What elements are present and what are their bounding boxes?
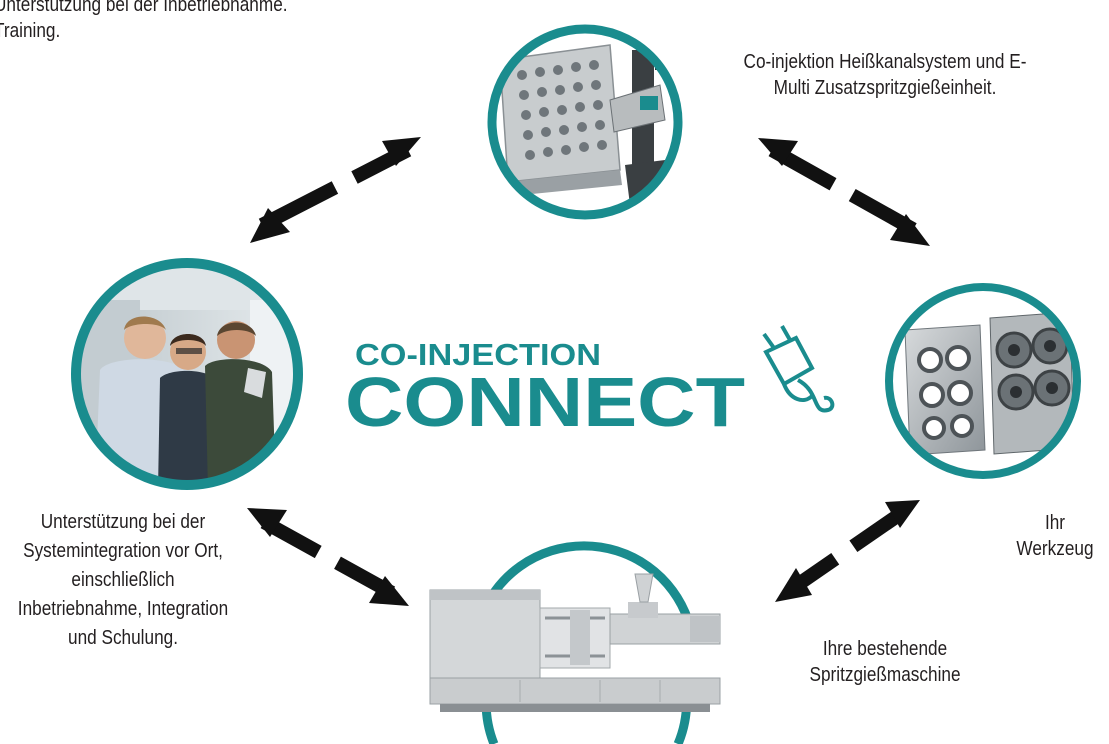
- caption-commissioning-line1: Unterstützung bei der Inbetriebnahme.: [0, 0, 288, 16]
- caption-your-mold: Ihr Werkzeug: [1016, 512, 1094, 560]
- caption-integration-support: Unterstützung bei der Systemintegration …: [17, 511, 229, 649]
- caption-hot-runner: Co-injektion Heißkanalsystem und E-Multi…: [743, 51, 1027, 99]
- mold-image: [889, 287, 1077, 475]
- arrow-bottom-right: [775, 500, 920, 602]
- injection-machine-image: [429, 573, 721, 712]
- caption-commissioning-line2: Training.: [0, 20, 61, 42]
- co-injection-connect-logo: CO-INJECTION CONNECT: [345, 325, 835, 441]
- caption-commissioning: Unterstützung bei der Inbetriebnahme. Tr…: [0, 0, 288, 44]
- team-photo: [76, 263, 298, 485]
- ring-right: [885, 283, 1081, 479]
- logo-line1: CO-INJECTION: [355, 337, 601, 372]
- ring-top: [487, 24, 683, 220]
- caption-your-machine: Ihre bestehende Spritzgießmaschine: [809, 638, 961, 686]
- arrow-top-left: [250, 137, 421, 243]
- arrow-top-right: [758, 138, 930, 246]
- plug-icon: [762, 325, 835, 413]
- logo-line2: CONNECT: [345, 363, 745, 441]
- arrow-bottom-left: [247, 508, 409, 606]
- ring-left: [71, 258, 303, 490]
